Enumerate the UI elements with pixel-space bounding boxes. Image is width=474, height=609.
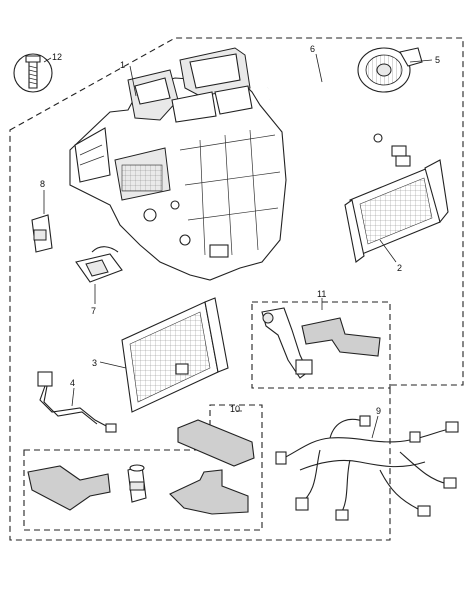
callout-9-label: 9 <box>376 406 381 416</box>
group-10-box <box>23 404 263 531</box>
hvac-housing <box>69 47 287 281</box>
callout-9: 9 <box>371 406 381 439</box>
temperature-sensor <box>31 214 53 253</box>
bolt-icon <box>13 53 53 93</box>
callout-10: 10 <box>230 404 242 414</box>
kit-boundary <box>9 37 464 541</box>
callout-8-label: 8 <box>40 179 45 189</box>
callout-4-label: 4 <box>70 378 75 388</box>
callout-7-label: 7 <box>91 306 96 316</box>
actuator <box>75 246 123 283</box>
sensor-harness <box>37 371 117 433</box>
callout-6: 6 <box>310 44 323 83</box>
group-11-box <box>251 301 391 389</box>
heater-pipes <box>267 78 411 167</box>
callout-2-label: 2 <box>397 263 402 273</box>
callout-10-label: 10 <box>230 404 240 414</box>
callout-8: 8 <box>40 179 45 214</box>
wiring-harness <box>275 415 459 521</box>
callout-5-label: 5 <box>435 55 440 65</box>
callout-1: 1 <box>120 60 137 97</box>
blower-motor <box>357 47 423 93</box>
callout-5: 5 <box>409 55 440 65</box>
heater-core <box>344 159 449 263</box>
callout-6-label: 6 <box>310 44 315 54</box>
callout-3: 3 <box>92 358 127 369</box>
callout-2: 2 <box>379 239 402 273</box>
callout-3-label: 3 <box>92 358 97 368</box>
callout-11: 11 <box>317 289 326 310</box>
callout-12-label: 12 <box>52 52 62 62</box>
callout-4: 4 <box>70 378 75 407</box>
callout-1-label: 1 <box>120 60 125 70</box>
evaporator <box>121 297 229 413</box>
callout-7: 7 <box>91 284 96 316</box>
callout-12: 12 <box>43 52 62 63</box>
callout-11-label: 11 <box>317 289 326 299</box>
